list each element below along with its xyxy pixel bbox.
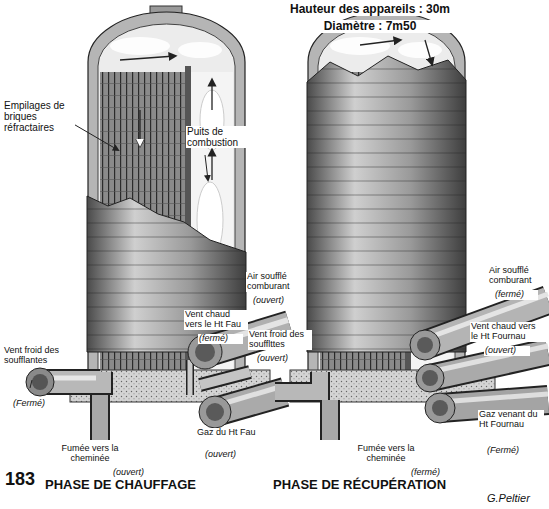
annotation-label: (ouvert) — [256, 354, 302, 364]
annotation-label: (fermé) — [410, 468, 454, 478]
annotation-label: (fermé) — [198, 334, 243, 344]
annotation-label: Gaz venant du Ht Fournau — [478, 410, 544, 430]
annotation-label: Air soufflé comburant — [246, 272, 304, 292]
annotation-label: Vent chaud vers le Ht Fau — [184, 310, 248, 330]
annotation-label: (fermé) — [494, 290, 538, 300]
annotation-label: Diamètre : 7m50 — [270, 20, 470, 33]
annotation-label: (ouvert) — [204, 450, 250, 460]
annotation-label: (Fermé) — [486, 446, 532, 456]
annotation-label: (Fermé) — [12, 399, 62, 409]
annotation-label: Vent chaud vers le Ht Fournau — [470, 322, 546, 342]
annotation-label: (ouvert) — [484, 346, 530, 356]
caption-label: 183 — [4, 470, 44, 490]
tower-interior — [308, 6, 465, 372]
annotation-label: Vent froid des soufflantes — [3, 346, 81, 366]
annotation-label: G.Peltier — [486, 492, 546, 504]
annotation-label: Empilages de briques réfractaires — [3, 100, 75, 133]
annotation-label: Fumée vers la cheminée — [48, 444, 132, 464]
annotation-label: Fumée vers la cheminée — [344, 444, 428, 464]
annotation-label: Air soufflé comburant — [488, 266, 546, 286]
annotation-label: Hauteur des appareils : 30m — [270, 3, 470, 16]
annotation-label: Puits de combustion — [186, 126, 246, 148]
annotation-label: Gaz du Ht Fau — [196, 428, 258, 438]
annotation-label: (ouvert) — [112, 468, 158, 478]
annotation-label: Vent froid des soufflttes — [248, 330, 312, 350]
caption-label: PHASE DE RÉCUPÉRATION — [272, 478, 492, 492]
annotation-label: (ouvert) — [252, 296, 298, 306]
caption-label: PHASE DE CHAUFFAGE — [44, 478, 244, 492]
